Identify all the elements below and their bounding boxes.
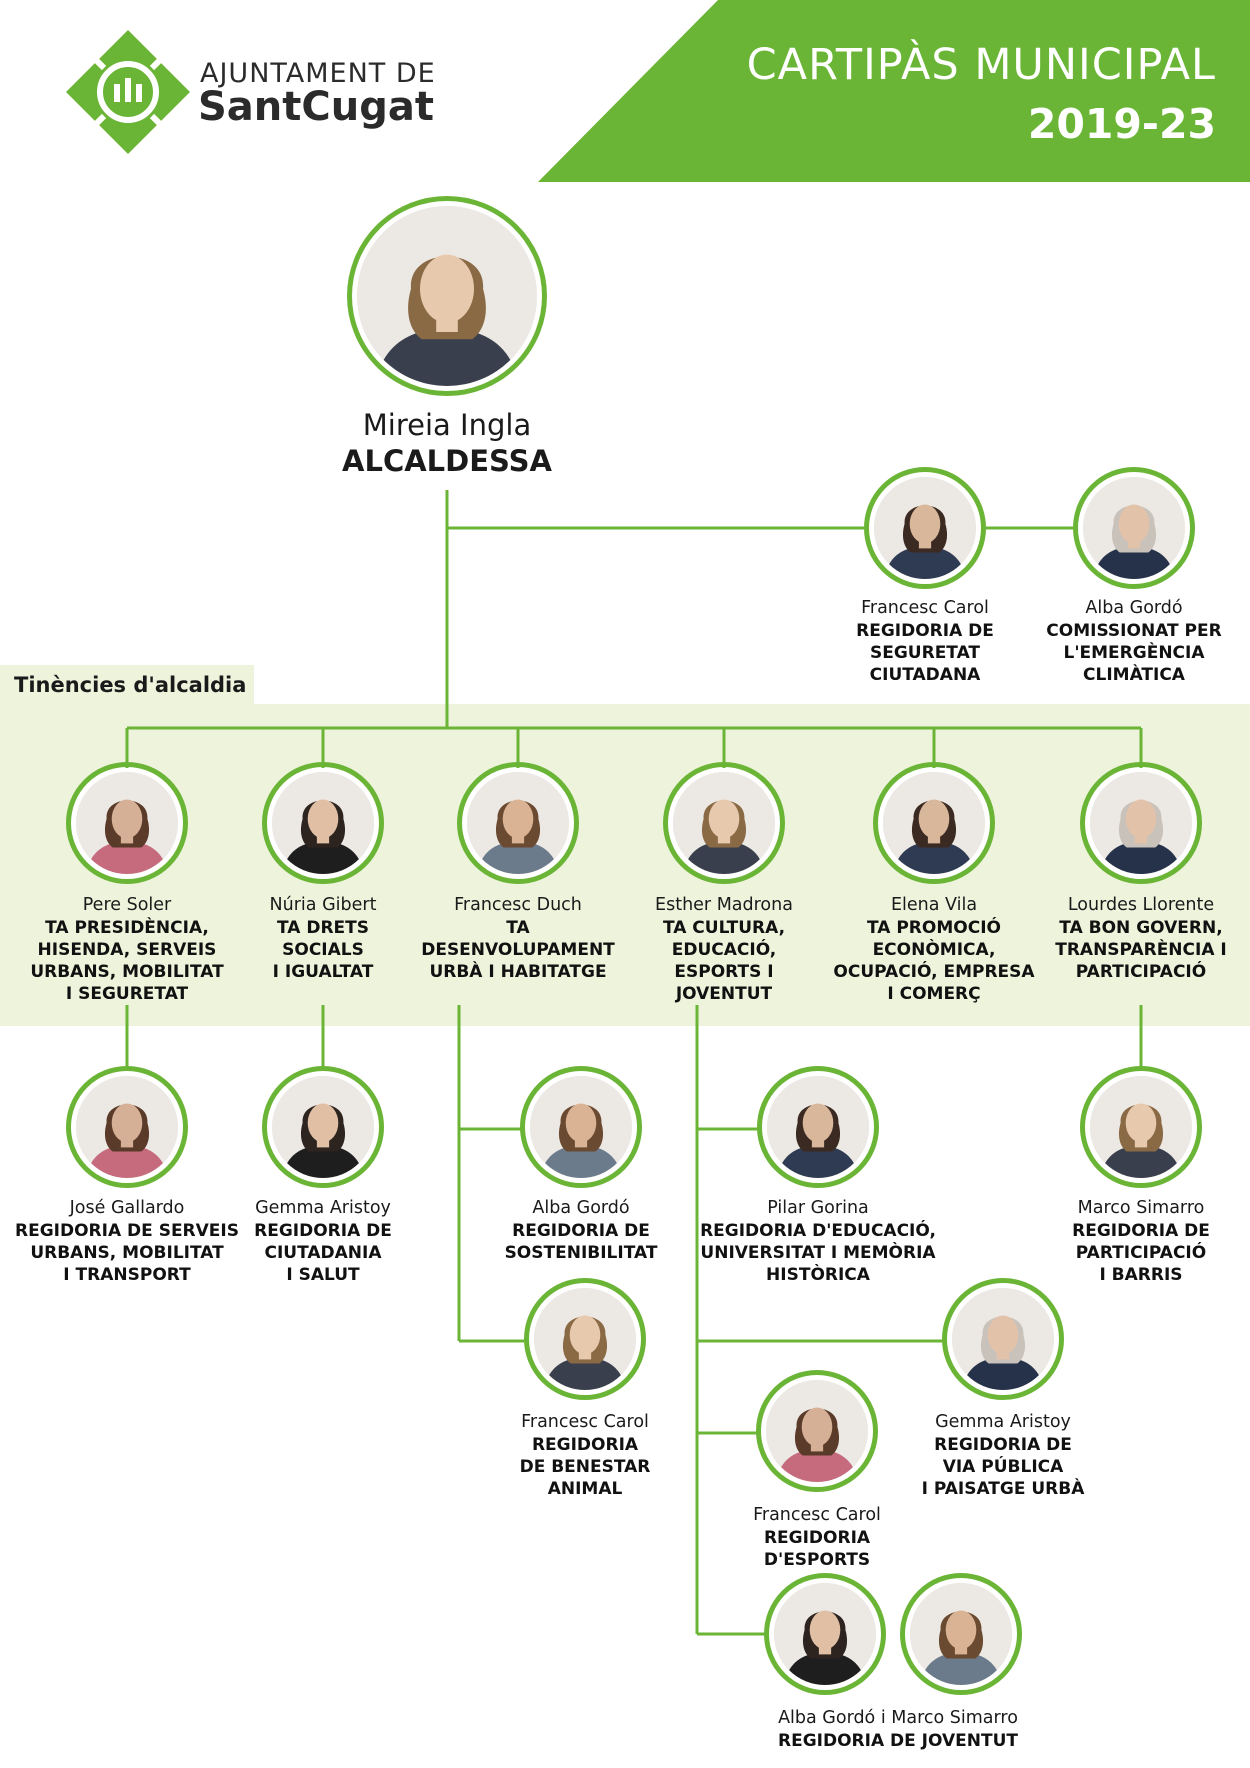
lieutenant-5-role-line: TA BON GOVERN,	[1059, 918, 1223, 938]
lieutenant-2-photo	[457, 762, 579, 884]
councillor-8-role-line: I BARRIS	[1099, 1265, 1183, 1285]
lieutenant-2-role-line: TA	[506, 918, 530, 938]
lieutenant-4-role-line: OCUPACIÓ, EMPRESA	[833, 962, 1035, 982]
org-name-line2: SantCugat	[198, 84, 434, 130]
lieutenant-1-role-line: TA DRETS	[276, 918, 369, 938]
lieutenant-3-name: Esther Madrona	[655, 895, 793, 915]
councillor-8-name: Marco Simarro	[1077, 1198, 1205, 1218]
councillor-3-name: Francesc Carol	[521, 1412, 649, 1432]
lieutenant-4-role-line: ECONÒMICA,	[872, 940, 996, 960]
councillor-2-name: Alba Gordó	[532, 1198, 630, 1218]
councillor-4-role-line: HISTÒRICA	[766, 1265, 870, 1285]
direct-0-name: Francesc Carol	[861, 598, 989, 618]
direct-0-photo	[864, 467, 986, 589]
lieutenancy-band	[0, 704, 1250, 1026]
direct-1-photo	[1073, 467, 1195, 589]
councillor-6-name: Francesc Carol	[753, 1505, 881, 1525]
lieutenant-4-name: Elena Vila	[890, 895, 978, 915]
councillor-1-name: Gemma Aristoy	[255, 1198, 391, 1218]
lieutenant-5-name: Lourdes Llorente	[1067, 895, 1215, 915]
lieutenant-4-photo	[873, 762, 995, 884]
lieutenant-0-role-line: URBANS, MOBILITAT	[30, 962, 224, 982]
lieutenant-5-photo	[1080, 762, 1202, 884]
councillor-7-role-line: REGIDORIA DE JOVENTUT	[778, 1731, 1018, 1751]
councillor-2-photo	[520, 1066, 642, 1188]
councillor-4-photo	[757, 1066, 879, 1188]
lieutenant-5-role-line: PARTICIPACIÓ	[1075, 962, 1207, 982]
councillor-3-role-line: ANIMAL	[547, 1479, 623, 1499]
lieutenant-0-role-line: TA PRESIDÈNCIA,	[45, 918, 209, 938]
page-years: 2019-23	[1027, 100, 1216, 148]
councillor-4-role-line: REGIDORIA D'EDUCACIÓ,	[700, 1221, 936, 1241]
councillor-3-photo	[524, 1278, 646, 1400]
lieutenant-0-photo	[66, 762, 188, 884]
councillor-0-role-line: I TRANSPORT	[63, 1265, 191, 1285]
councillor-8-role-line: REGIDORIA DE	[1072, 1221, 1210, 1241]
councillor-6-photo	[756, 1370, 878, 1492]
councillor-7-photo-a	[764, 1573, 886, 1695]
councillor-0-role-line: REGIDORIA DE SERVEIS	[15, 1221, 239, 1241]
direct-0-role-line: SEGURETAT	[869, 643, 981, 663]
councillor-8-role-line: PARTICIPACIÓ	[1075, 1243, 1207, 1263]
councillor-1-role-line: I SALUT	[286, 1265, 360, 1285]
lieutenant-2-name: Francesc Duch	[454, 895, 582, 915]
direct-1-role-line: COMISSIONAT PER	[1046, 621, 1222, 641]
lieutenant-4-role-line: TA PROMOCIÓ	[867, 918, 1001, 938]
councillor-5-role-line: REGIDORIA DE	[934, 1435, 1072, 1455]
direct-1-role-line: L'EMERGÈNCIA	[1063, 643, 1205, 663]
lieutenant-2-role-line: DESENVOLUPAMENT	[421, 940, 615, 960]
lieutenant-3-role-line: TA CULTURA,	[662, 918, 786, 938]
lieutenant-1-photo	[262, 762, 384, 884]
lieutenant-3-role-line: ESPORTS I	[674, 962, 774, 982]
councillor-2-role-line: SOSTENIBILITAT	[504, 1243, 658, 1263]
councillor-5-name: Gemma Aristoy	[935, 1412, 1071, 1432]
lieutenant-0-name: Pere Soler	[82, 895, 172, 915]
page-title: CARTIPÀS MUNICIPAL	[746, 40, 1216, 90]
councillor-0-role-line: URBANS, MOBILITAT	[30, 1243, 224, 1263]
mayor-role: ALCALDESSA	[342, 444, 552, 478]
councillor-2-role-line: REGIDORIA DE	[512, 1221, 650, 1241]
councillor-3-role-line: DE BENESTAR	[519, 1457, 651, 1477]
lieutenant-5-role-line: TRANSPARÈNCIA I	[1055, 940, 1227, 960]
councillor-8-photo	[1080, 1066, 1202, 1188]
councillor-7-photo-b	[900, 1573, 1022, 1695]
councillor-3-role-line: REGIDORIA	[531, 1435, 639, 1455]
lieutenant-1-role-line: I IGUALTAT	[272, 962, 374, 982]
lieutenant-3-role-line: EDUCACIÓ,	[671, 940, 777, 960]
councillor-5-role-line: VIA PÚBLICA	[942, 1457, 1064, 1477]
direct-0-role-line: CIUTADANA	[869, 665, 981, 685]
direct-1-role-line: CLIMÀTICA	[1083, 665, 1185, 685]
councillor-1-role-line: CIUTADANIA	[264, 1243, 382, 1263]
councillor-5-role-line: I PAISATGE URBÀ	[921, 1479, 1085, 1499]
title-banner: CARTIPÀS MUNICIPAL 2019-23	[538, 0, 1250, 182]
direct-0-role-line: REGIDORIA DE	[856, 621, 994, 641]
city-logo-icon	[66, 30, 190, 154]
lieutenant-4-role-line: I COMERÇ	[887, 984, 981, 1004]
lieutenant-3-photo	[663, 762, 785, 884]
lieutenant-0-role-line: I SEGURETAT	[65, 984, 189, 1004]
mayor-photo	[347, 196, 547, 396]
councillor-5-photo	[942, 1278, 1064, 1400]
councillor-1-role-line: REGIDORIA DE	[254, 1221, 392, 1241]
councillor-4-name: Pilar Gorina	[767, 1198, 869, 1218]
councillor-4-role-line: UNIVERSITAT I MEMÒRIA	[700, 1243, 936, 1263]
lieutenant-1-name: Núria Gibert	[269, 895, 377, 915]
lieutenant-2-role-line: URBÀ I HABITATGE	[429, 962, 607, 982]
councillor-6-role-line: REGIDORIA	[763, 1528, 871, 1548]
councillor-0-name: José Gallardo	[69, 1198, 185, 1218]
org-name-line1: AJUNTAMENT DE	[200, 58, 436, 89]
councillor-6-role-line: D'ESPORTS	[763, 1550, 871, 1570]
lieutenant-1-role-line: SOCIALS	[282, 940, 364, 960]
councillor-7-name: Alba Gordó i Marco Simarro	[778, 1708, 1018, 1728]
mayor-name: Mireia Ingla	[362, 408, 532, 442]
direct-1-name: Alba Gordó	[1085, 598, 1183, 618]
band-label: Tinències d'alcaldia	[0, 665, 254, 705]
lieutenant-0-role-line: HISENDA, SERVEIS	[37, 940, 217, 960]
lieutenant-3-role-line: JOVENTUT	[675, 984, 773, 1004]
